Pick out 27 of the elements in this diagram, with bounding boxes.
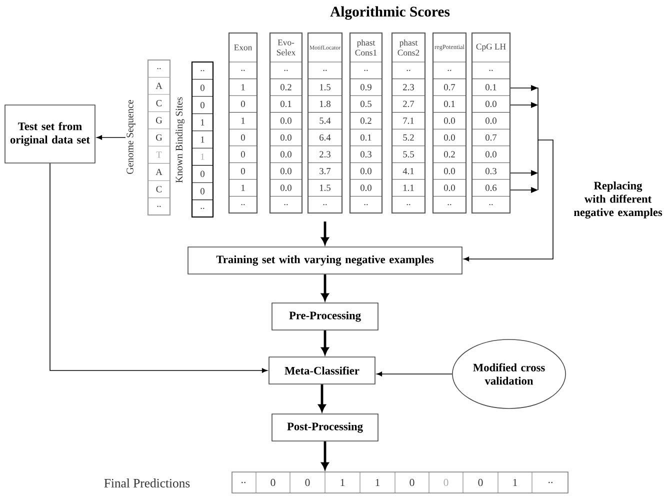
data-column: phast Cons1 .. 0.9 0.5 0.2 0.1 0.3 0.0 0.0 .. <box>349 32 383 214</box>
arrow <box>50 163 268 373</box>
arrow <box>321 330 329 355</box>
column-label: Known Binding Sites <box>175 97 185 183</box>
arrow <box>318 384 326 412</box>
column-label: Final Predictions <box>104 478 190 488</box>
edge-label: Replacing with different negative examples <box>574 182 662 219</box>
data-column: phast Cons2 .. 2.3 2.7 7.1 5.2 5.5 4.1 1.1 .. <box>391 32 426 214</box>
arrow <box>321 274 329 301</box>
process-box: Post-Processing <box>272 414 378 442</box>
merging-arrow <box>464 85 554 262</box>
title: Algorithmic Scores <box>330 6 450 20</box>
arrow <box>321 222 329 245</box>
data-column: .. A C G G T A C .. <box>147 59 171 216</box>
process-box: Training set with varying negative examples <box>188 246 462 274</box>
process-box: Test set from original data set <box>4 104 96 164</box>
data-column: Evo-Selex .. 0.2 0.1 0.0 0.0 0.0 0.0 0.0 .. <box>269 32 303 214</box>
arrow <box>96 135 126 140</box>
data-column: .. 0 0 1 1 1 0 0 .. <box>191 61 214 218</box>
data-column: CpG LH .. 0.1 0.0 0.0 0.7 0.0 0.3 0.6 .. <box>471 32 511 214</box>
process-box: Pre-Processing <box>272 302 378 330</box>
column-label: Genome Sequence <box>126 100 136 174</box>
arrow <box>376 372 452 376</box>
process-box: Meta-Classifier <box>268 356 376 384</box>
arrow <box>321 441 329 470</box>
data-column: Exon .. 1 0 1 0 0 0 1 .. <box>228 32 258 214</box>
prediction-row: .. 0 0 1 1 0 0 0 1 .. <box>232 472 568 494</box>
